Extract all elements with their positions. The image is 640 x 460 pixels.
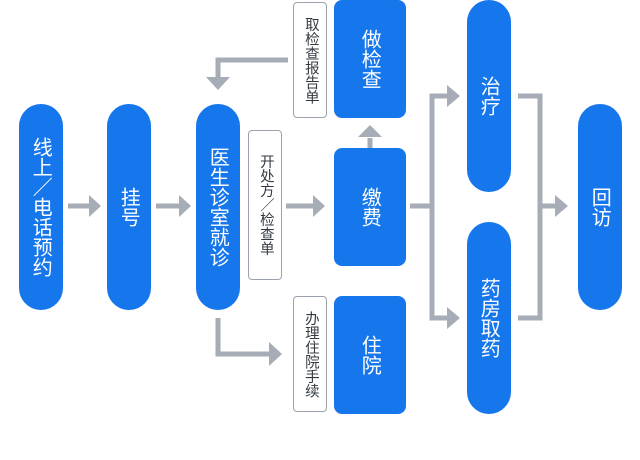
hospitalization-label: 住院 xyxy=(358,335,383,375)
connector-doctor-to-hospitalization xyxy=(215,318,270,357)
admission-label: 办理住院手续 xyxy=(302,310,319,398)
connector-treatment-merge xyxy=(518,93,543,321)
treatment-node: 治疗 xyxy=(467,0,511,192)
connector-report-return xyxy=(215,57,288,78)
follow-up-label: 回访 xyxy=(588,187,613,227)
examination-node: 做检查 xyxy=(334,0,406,118)
follow-up-node: 回访 xyxy=(578,104,622,310)
report-label: 取检查报告单 xyxy=(302,16,319,104)
pharmacy-label: 药房取药 xyxy=(477,278,502,358)
arrowhead-doctor xyxy=(179,195,191,217)
prescribe-label-tag: 开处方／检查单 xyxy=(248,130,282,280)
payment-label: 缴费 xyxy=(358,187,383,227)
arrowhead-hospitalization xyxy=(269,342,282,366)
report-label-tag: 取检查报告单 xyxy=(293,2,327,118)
arrowhead-pharmacy xyxy=(447,307,460,329)
prescribe-label: 开处方／检查单 xyxy=(257,154,274,256)
online-booking-label: 线上／电话预约 xyxy=(29,137,54,277)
payment-node: 缴费 xyxy=(334,148,406,266)
doctor-visit-node: 医生诊室就诊 xyxy=(196,104,240,310)
treatment-label: 治疗 xyxy=(477,76,502,116)
connector-split-to-treatment xyxy=(429,93,448,206)
arrowhead-payment xyxy=(313,195,325,217)
arrowhead-followup xyxy=(555,195,568,217)
registration-node: 挂号 xyxy=(107,104,151,310)
examination-label: 做检查 xyxy=(358,29,383,89)
online-booking-node: 线上／电话预约 xyxy=(19,104,63,310)
arrowhead-examination xyxy=(358,125,382,137)
arrowhead-report-return xyxy=(206,77,230,90)
pharmacy-node: 药房取药 xyxy=(467,222,511,414)
registration-label: 挂号 xyxy=(117,187,142,227)
hospitalization-node: 住院 xyxy=(334,296,406,414)
arrowhead-treatment xyxy=(447,85,460,107)
arrowhead-registration xyxy=(89,195,101,217)
connector-split-to-pharmacy xyxy=(429,206,448,321)
doctor-visit-label: 医生诊室就诊 xyxy=(206,147,231,267)
admission-label-tag: 办理住院手续 xyxy=(293,296,327,412)
